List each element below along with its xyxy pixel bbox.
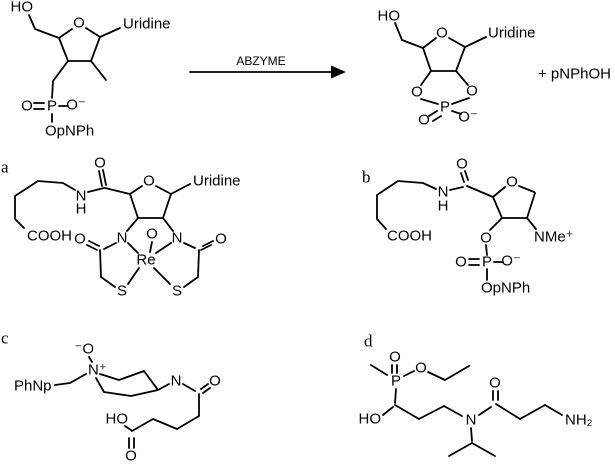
- arrow-enzyme-label: ABZYME: [236, 54, 285, 68]
- compound-d-phosphorus-label: P: [391, 373, 401, 390]
- compound-c-structure: c PhNp ⁻O N⁺ N O HO O: [1, 329, 221, 465]
- compound-b-bonds: [376, 170, 537, 281]
- compound-a-uridine-label: Uridine: [193, 173, 241, 190]
- compound-d-ester-o-label: O: [415, 360, 427, 377]
- compound-c-bonds: [54, 356, 211, 449]
- compound-a-ring-o-label: O: [143, 173, 155, 190]
- compound-b-phosphoryl-o-label: O: [455, 254, 467, 271]
- compound-a-s-right-label: S: [172, 283, 182, 300]
- compound-c-phnp-label: PhNp: [14, 378, 52, 395]
- compound-b-amide-h-label: H: [438, 198, 449, 215]
- compound-d-amide-o-label: O: [489, 375, 501, 392]
- compound-b-structure: b COOH N H O O NMe⁺ O P O O⁻ OpNPh: [362, 156, 574, 297]
- compound-a-left-amide-o-label: O: [74, 231, 86, 248]
- substrate-o-minus-label: O⁻: [66, 97, 86, 114]
- compound-a-amide-h-label: H: [76, 201, 87, 218]
- compound-b-letter: b: [362, 168, 371, 187]
- compound-a-cooh-label: COOH: [27, 228, 72, 245]
- arrowhead-icon: [331, 65, 346, 79]
- substrate-opnph-label: OpNPh: [45, 123, 94, 140]
- product-uridine-label: Uridine: [488, 25, 536, 42]
- compound-b-ring-o-label: O: [506, 174, 518, 191]
- compound-d-bonds: [370, 364, 563, 457]
- product-structure: HO O Uridine O O P O O⁻ + pNPhOH: [378, 8, 611, 129]
- compound-a-bonds: [14, 169, 214, 288]
- product-ring-o-label: O: [436, 25, 448, 42]
- compound-b-nme-label: NMe⁺: [534, 229, 574, 246]
- compound-c-amide-o-label: O: [209, 373, 221, 390]
- compound-c-acid-o-label: O: [125, 448, 137, 465]
- compound-a-right-amide-o-label: O: [215, 231, 227, 248]
- compound-d-structure: d O P O HO N O NH₂: [359, 332, 593, 457]
- compound-b-phosphorus-label: P: [482, 254, 492, 271]
- compound-d-n-label: N: [466, 412, 477, 429]
- compound-c-oxide-o-label: ⁻O: [74, 341, 94, 358]
- compound-c-letter: c: [1, 329, 9, 348]
- substrate-phosphorus-label: P: [47, 98, 57, 115]
- compound-a-n-right-label: N: [172, 230, 183, 247]
- compound-a-amide-n-label: N: [76, 188, 87, 205]
- compound-a-s-left-label: S: [117, 283, 127, 300]
- compound-c-amide-n-label: N: [171, 373, 182, 390]
- compound-c-n-plus-label: N⁺: [88, 362, 107, 379]
- product-bonds: [394, 22, 487, 122]
- product-phosphorus-label: P: [440, 99, 450, 116]
- compound-a-n-left-label: N: [117, 230, 128, 247]
- compound-b-link-o-label: O: [480, 230, 492, 247]
- compound-a-carbonyl-o-label: O: [94, 155, 106, 172]
- compound-b-opnph-label: OpNPh: [481, 280, 530, 297]
- compound-d-phosphoryl-o-label: O: [389, 349, 401, 366]
- compound-d-nh2-label: NH₂: [565, 412, 593, 429]
- compound-a-rhenium-label: Re: [136, 252, 155, 269]
- substrate-ho-label: HO: [11, 0, 34, 16]
- compound-c-ho-label: HO: [106, 411, 129, 428]
- substrate-structure: HO O Uridine O P O⁻ OpNPh: [11, 0, 171, 140]
- product-ho-label: HO: [378, 8, 401, 25]
- compound-b-carbonyl-o-label: O: [456, 156, 468, 173]
- substrate-uridine-label: Uridine: [123, 16, 171, 33]
- product-phosphoryl-o-label: O: [418, 112, 430, 129]
- product-o-minus-label: O⁻: [458, 109, 478, 126]
- substrate-phosphoryl-o-label: O: [21, 98, 33, 115]
- substrate-bonds: [28, 14, 121, 123]
- product-bridge-o-right-label: O: [466, 83, 478, 100]
- compound-a-letter: a: [1, 158, 9, 177]
- compound-b-amide-n-label: N: [438, 184, 449, 201]
- reaction-arrow: ABZYME: [189, 54, 346, 79]
- compound-d-letter: d: [364, 332, 373, 351]
- product-bridge-o-left-label: O: [411, 84, 423, 101]
- compound-b-o-minus-label: O⁻: [501, 253, 521, 270]
- compound-b-cooh-label: COOH: [387, 228, 432, 245]
- compound-a-structure: a COOH N H O O Uridine O O N N O Re S S: [1, 155, 241, 300]
- byproduct-label: + pNPhOH: [538, 66, 611, 83]
- compound-d-ho-label: HO: [359, 411, 382, 428]
- substrate-ring-o-label: O: [73, 15, 85, 32]
- compound-a-oxo-o-label: O: [146, 226, 158, 243]
